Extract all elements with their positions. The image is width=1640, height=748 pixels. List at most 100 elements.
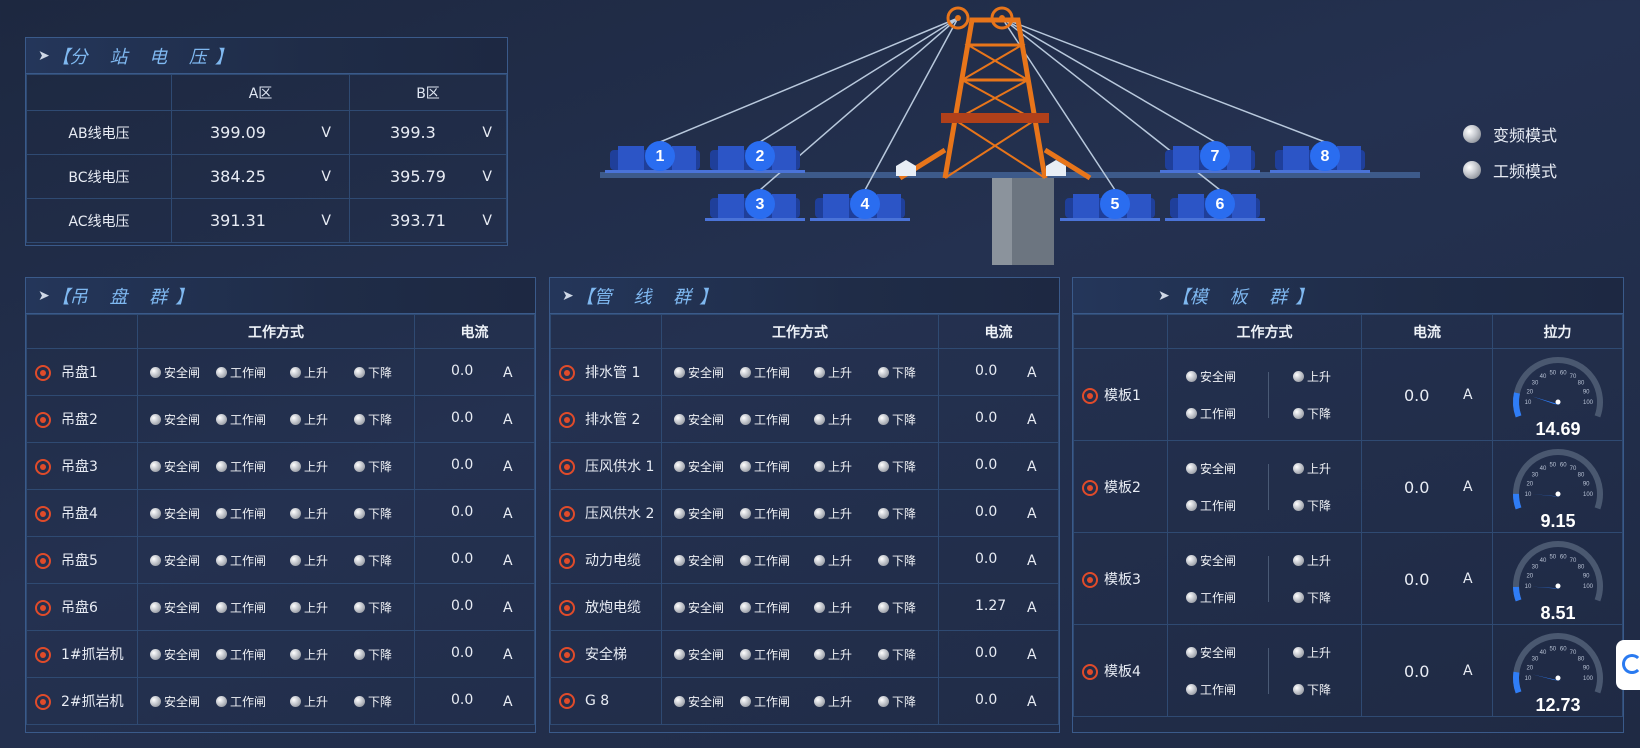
- option-safety-brake[interactable]: 安全闸: [674, 364, 740, 381]
- radio-icon[interactable]: [1186, 591, 1197, 603]
- option-up[interactable]: 上升: [290, 552, 354, 569]
- radio-icon[interactable]: [1293, 370, 1304, 382]
- radio-icon[interactable]: [290, 601, 301, 613]
- mode-pf[interactable]: 工频模式: [1463, 158, 1593, 182]
- status-indicator-icon[interactable]: [559, 412, 575, 428]
- radio-icon[interactable]: [814, 695, 825, 707]
- winch-badge[interactable]: [1310, 141, 1340, 171]
- option-down[interactable]: 下降: [354, 364, 414, 381]
- status-indicator-icon[interactable]: [1082, 387, 1098, 404]
- winch-badge[interactable]: [1100, 189, 1130, 219]
- option-safety-brake[interactable]: 安全闸: [1186, 644, 1268, 661]
- option-down[interactable]: 下降: [878, 411, 938, 428]
- radio-icon[interactable]: [354, 460, 365, 472]
- radio-icon[interactable]: [814, 554, 825, 566]
- status-indicator-icon[interactable]: [1082, 479, 1098, 496]
- option-down[interactable]: 下降: [1293, 589, 1351, 606]
- radio-icon[interactable]: [740, 695, 751, 707]
- option-up[interactable]: 上升: [814, 458, 878, 475]
- radio-icon[interactable]: [878, 413, 889, 425]
- radio-icon[interactable]: [1186, 683, 1197, 695]
- radio-icon[interactable]: [150, 648, 161, 660]
- radio-icon[interactable]: [216, 460, 227, 472]
- status-indicator-icon[interactable]: [35, 365, 51, 381]
- option-down[interactable]: 下降: [878, 552, 938, 569]
- option-up[interactable]: 上升: [814, 599, 878, 616]
- option-work-brake[interactable]: 工作闸: [216, 458, 290, 475]
- option-down[interactable]: 下降: [1293, 405, 1351, 422]
- radio-icon[interactable]: [290, 413, 301, 425]
- radio-icon[interactable]: [290, 695, 301, 707]
- option-safety-brake[interactable]: 安全闸: [150, 364, 216, 381]
- option-up[interactable]: 上升: [814, 411, 878, 428]
- radio-icon[interactable]: [1186, 462, 1197, 474]
- option-work-brake[interactable]: 工作闸: [216, 693, 290, 710]
- option-safety-brake[interactable]: 安全闸: [150, 646, 216, 663]
- radio-icon[interactable]: [674, 601, 685, 613]
- option-down[interactable]: 下降: [354, 693, 414, 710]
- radio-icon[interactable]: [878, 554, 889, 566]
- option-down[interactable]: 下降: [878, 364, 938, 381]
- winch-badge[interactable]: [645, 141, 675, 171]
- option-up[interactable]: 上升: [290, 693, 354, 710]
- winch-badge[interactable]: [1205, 189, 1235, 219]
- option-work-brake[interactable]: 工作闸: [740, 411, 814, 428]
- radio-icon[interactable]: [674, 507, 685, 519]
- option-safety-brake[interactable]: 安全闸: [150, 552, 216, 569]
- option-up[interactable]: 上升: [1293, 460, 1351, 477]
- radio-icon[interactable]: [740, 460, 751, 472]
- radio-icon[interactable]: [814, 507, 825, 519]
- status-indicator-icon[interactable]: [1082, 571, 1098, 588]
- option-work-brake[interactable]: 工作闸: [740, 458, 814, 475]
- radio-icon[interactable]: [1293, 554, 1304, 566]
- status-indicator-icon[interactable]: [1082, 663, 1098, 680]
- radio-icon[interactable]: [354, 366, 365, 378]
- radio-icon[interactable]: [1186, 370, 1197, 382]
- radio-icon[interactable]: [740, 554, 751, 566]
- option-safety-brake[interactable]: 安全闸: [1186, 368, 1268, 385]
- radio-icon[interactable]: [216, 507, 227, 519]
- option-down[interactable]: 下降: [354, 411, 414, 428]
- option-safety-brake[interactable]: 安全闸: [674, 505, 740, 522]
- option-work-brake[interactable]: 工作闸: [1186, 497, 1268, 514]
- status-indicator-icon[interactable]: [559, 506, 575, 522]
- radio-icon[interactable]: [814, 648, 825, 660]
- status-indicator-icon[interactable]: [35, 506, 51, 522]
- option-up[interactable]: 上升: [1293, 552, 1351, 569]
- radio-icon[interactable]: [354, 601, 365, 613]
- option-safety-brake[interactable]: 安全闸: [674, 552, 740, 569]
- radio-icon[interactable]: [150, 601, 161, 613]
- option-work-brake[interactable]: 工作闸: [740, 505, 814, 522]
- winch-badge[interactable]: [850, 189, 880, 219]
- radio-icon[interactable]: [290, 554, 301, 566]
- option-work-brake[interactable]: 工作闸: [740, 552, 814, 569]
- radio-icon[interactable]: [1293, 499, 1304, 511]
- status-indicator-icon[interactable]: [35, 647, 51, 663]
- radio-icon[interactable]: [150, 507, 161, 519]
- option-safety-brake[interactable]: 安全闸: [1186, 460, 1268, 477]
- option-up[interactable]: 上升: [1293, 368, 1351, 385]
- radio-icon[interactable]: [354, 648, 365, 660]
- option-up[interactable]: 上升: [290, 599, 354, 616]
- option-down[interactable]: 下降: [354, 458, 414, 475]
- option-work-brake[interactable]: 工作闸: [216, 411, 290, 428]
- radio-icon[interactable]: [290, 507, 301, 519]
- radio-icon[interactable]: [216, 695, 227, 707]
- radio-icon[interactable]: [1293, 462, 1304, 474]
- radio-icon[interactable]: [354, 695, 365, 707]
- radio-icon[interactable]: [814, 460, 825, 472]
- option-work-brake[interactable]: 工作闸: [1186, 589, 1268, 606]
- option-down[interactable]: 下降: [1293, 497, 1351, 514]
- option-work-brake[interactable]: 工作闸: [740, 364, 814, 381]
- radio-icon[interactable]: [150, 460, 161, 472]
- option-up[interactable]: 上升: [290, 364, 354, 381]
- status-indicator-icon[interactable]: [35, 694, 51, 710]
- status-indicator-icon[interactable]: [559, 647, 575, 663]
- option-work-brake[interactable]: 工作闸: [216, 646, 290, 663]
- option-safety-brake[interactable]: 安全闸: [150, 458, 216, 475]
- radio-icon[interactable]: [878, 507, 889, 519]
- option-down[interactable]: 下降: [1293, 681, 1351, 698]
- option-work-brake[interactable]: 工作闸: [1186, 405, 1268, 422]
- option-up[interactable]: 上升: [814, 505, 878, 522]
- radio-icon[interactable]: [1293, 591, 1304, 603]
